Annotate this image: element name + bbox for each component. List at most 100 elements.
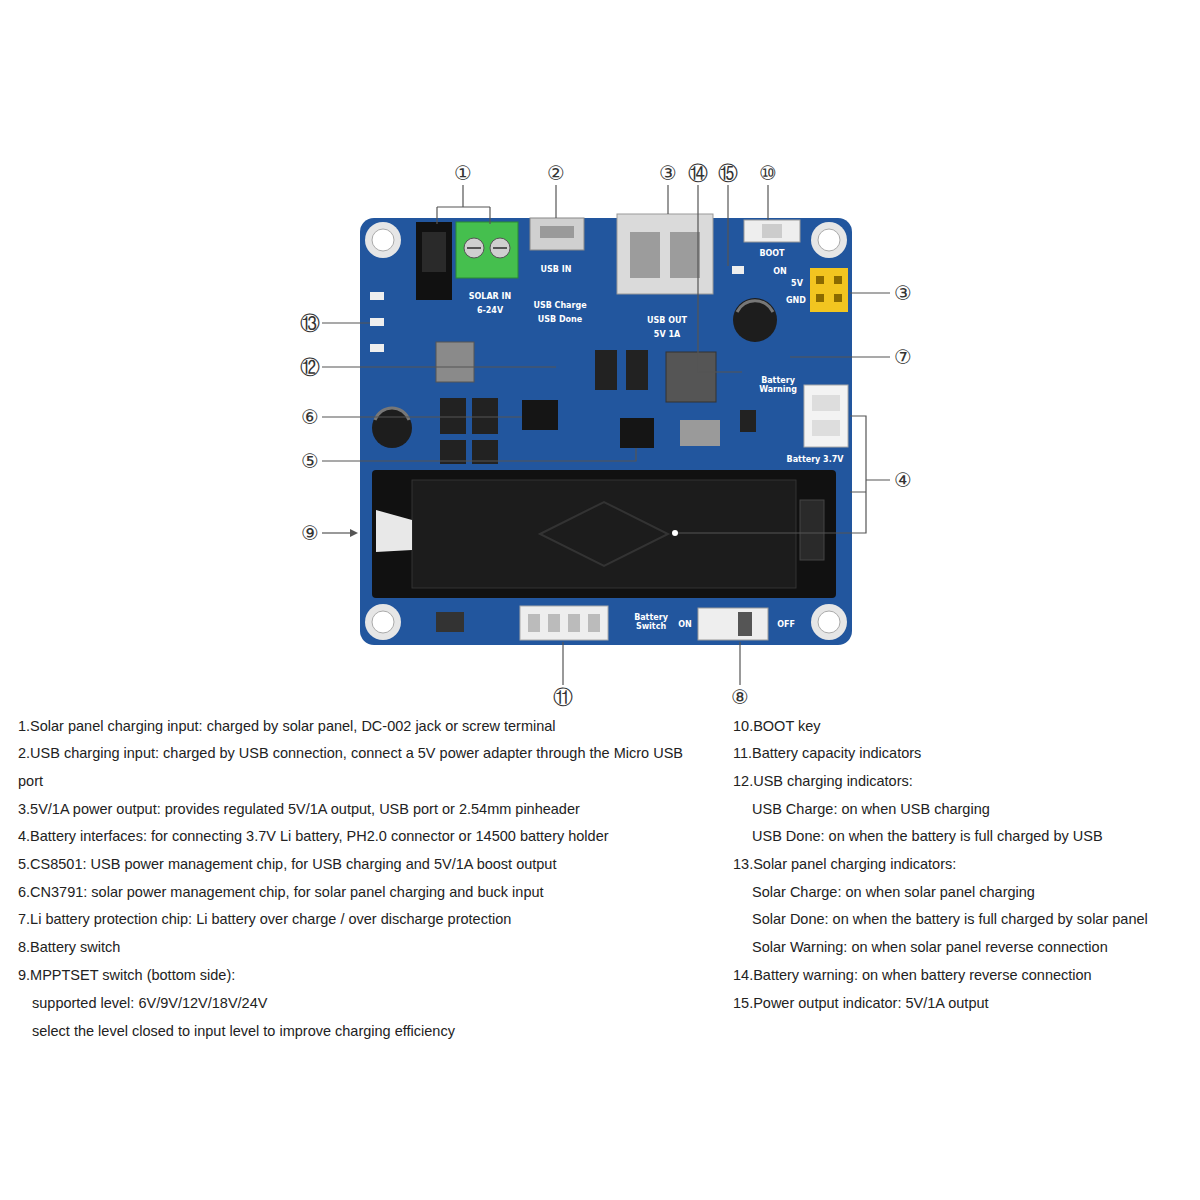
leader-line — [850, 292, 890, 293]
description-line: 14.Battery warning: on when battery reve… — [733, 961, 1092, 989]
leader-line — [322, 366, 556, 367]
mosfet — [440, 398, 466, 434]
leader-line — [322, 448, 636, 461]
ph2-pin — [812, 395, 840, 411]
inductor — [436, 342, 474, 382]
mosfet — [595, 350, 617, 390]
ph2-connector — [804, 385, 848, 447]
pin — [834, 276, 842, 284]
pin — [816, 294, 824, 302]
hole — [818, 229, 840, 251]
hole-ring — [811, 604, 847, 640]
silkscreen-label: 5V — [791, 280, 803, 289]
capacitor — [372, 408, 412, 448]
cn3791-chip — [522, 400, 558, 430]
description-line: 11.Battery capacity indicators — [733, 739, 921, 767]
silkscreen-label: SOLAR IN — [469, 293, 511, 302]
leader-line — [667, 185, 668, 214]
callout-number: ③ — [659, 163, 677, 183]
description-line: Solar Done: on when the battery is full … — [752, 905, 1148, 933]
silkscreen-label: USB OUT — [647, 317, 687, 326]
description-line: 8.Battery switch — [18, 933, 120, 961]
cs8501-chip — [620, 418, 654, 448]
dc-jack-inner — [422, 232, 446, 272]
pcb-board — [360, 218, 852, 645]
dc-jack — [416, 222, 452, 300]
callout-number: ⑦ — [894, 347, 912, 367]
description-line: USB Done: on when the battery is full ch… — [752, 822, 1103, 850]
micro-usb-slot — [540, 226, 574, 238]
callout-number: ④ — [894, 470, 912, 490]
protection-chip — [740, 410, 756, 432]
usb-a-slot — [670, 232, 700, 278]
hole — [372, 611, 394, 633]
holder-inner — [412, 480, 796, 588]
holder-contact — [800, 500, 824, 560]
hole — [372, 229, 394, 251]
silkscreen-label: Battery 3.7V — [787, 456, 844, 465]
description-line: supported level: 6V/9V/12V/18V/24V — [32, 989, 267, 1017]
description-line: 1.Solar panel charging input: charged by… — [18, 712, 556, 740]
usb-a-slot — [630, 232, 660, 278]
button-cap — [762, 224, 782, 238]
silkscreen-label: BOOT — [759, 250, 784, 259]
mounting-holes — [365, 222, 847, 640]
leader-line — [322, 322, 370, 323]
callout-number: ⑮ — [718, 163, 738, 183]
silkscreen-label: Battery Switch — [631, 614, 671, 632]
pin — [816, 276, 824, 284]
description-line: 9.MPPTSET switch (bottom side): — [18, 961, 235, 989]
callout-number: ③ — [894, 283, 912, 303]
leader-line — [322, 532, 354, 533]
led — [568, 614, 580, 632]
description-line: 12.USB charging indicators: — [733, 767, 913, 795]
boot-button — [744, 220, 800, 242]
leader-line — [727, 185, 728, 266]
leader-line — [790, 356, 890, 357]
mosfet — [626, 350, 648, 390]
hole-ring — [365, 604, 401, 640]
callout-number: ⑧ — [731, 687, 749, 707]
callout-number: ① — [454, 163, 472, 183]
callout-number: ⑨ — [301, 523, 319, 543]
description-line: Solar Charge: on when solar panel chargi… — [752, 878, 1035, 906]
screw-slot — [467, 247, 507, 249]
callout-number: ⑤ — [301, 451, 319, 471]
leader-line — [698, 185, 742, 372]
silkscreen-label: Battery Warning — [756, 377, 800, 395]
callout-number: ② — [547, 163, 565, 183]
pin-header — [810, 268, 848, 312]
silkscreen-label: 5V 1A — [654, 331, 680, 340]
leader-line — [437, 185, 490, 224]
leader-bracket — [676, 416, 890, 533]
holder-logo — [540, 502, 668, 566]
led — [548, 614, 560, 632]
callout-number: ⑥ — [301, 407, 319, 427]
leader-line — [322, 416, 522, 417]
leader-line — [767, 185, 768, 220]
silkscreen-label: GND — [786, 297, 806, 306]
led — [370, 318, 384, 326]
description-line: 6.CN3791: solar power management chip, f… — [18, 878, 544, 906]
hole-ring — [811, 222, 847, 258]
description-line: 15.Power output indicator: 5V/1A output — [733, 989, 989, 1017]
description-line: 10.BOOT key — [733, 712, 821, 740]
mosfet — [472, 398, 498, 434]
hole — [818, 611, 840, 633]
led — [528, 614, 540, 632]
description-line: Solar Warning: on when solar panel rever… — [752, 933, 1108, 961]
led — [732, 266, 744, 274]
led — [588, 614, 600, 632]
description-line: 2.USB charging input: charged by USB con… — [18, 739, 688, 795]
led — [370, 344, 384, 352]
led — [370, 292, 384, 300]
hole-ring — [365, 222, 401, 258]
silkscreen-label: OFF — [777, 621, 795, 630]
leader-line — [562, 642, 563, 685]
callout-number: ⑬ — [300, 313, 320, 333]
resistor-array — [436, 612, 464, 632]
callout-number: ⑫ — [300, 357, 320, 377]
silkscreen-label: USB Charge — [533, 302, 586, 311]
